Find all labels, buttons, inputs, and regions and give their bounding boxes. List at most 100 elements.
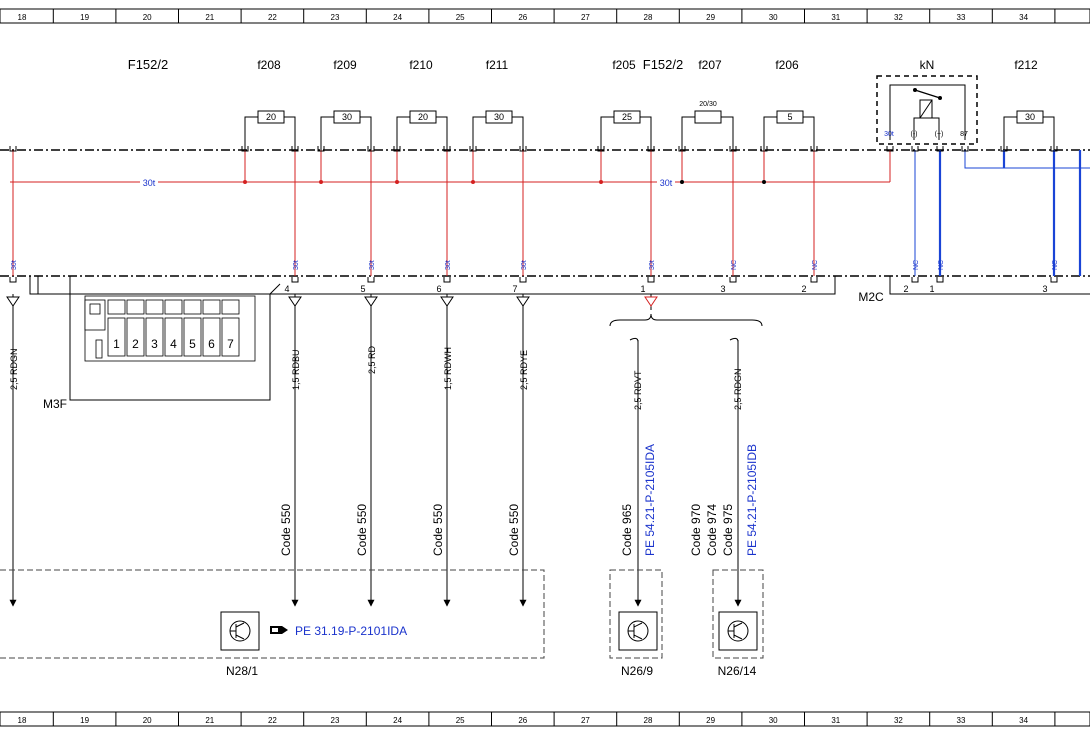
pin-m2c-1: 1	[929, 284, 934, 294]
m3f-slot	[164, 317, 183, 357]
pin-m2-2: 2	[801, 284, 806, 294]
grid-column-label: 20	[143, 716, 152, 725]
fuse-label-f211: f211	[486, 58, 509, 72]
grid-column-label: 32	[894, 13, 903, 22]
wire-triangles	[6, 296, 658, 307]
grid-column-label: 26	[518, 13, 527, 22]
term-label-6: 30t	[649, 260, 656, 270]
component-label-n26-9: N26/9	[621, 664, 653, 678]
m3f-slot	[221, 317, 240, 357]
code-label-974: Code 974	[705, 504, 719, 556]
m3f-slot-number: 4	[170, 337, 177, 351]
wire-label-rdbu: 1,5 RDBU	[291, 349, 301, 390]
pin-m2c-3: 3	[1042, 284, 1047, 294]
wire-label-rdgn-right: 2,5 RDGN	[733, 368, 743, 410]
grid-column-label: 33	[957, 13, 966, 22]
term-label-9: NC	[913, 260, 920, 270]
grid-column-label: 29	[706, 13, 715, 22]
term-label-7: NC	[731, 260, 738, 270]
component-labels: N28/1 N26/9 N26/14	[226, 664, 757, 678]
connector-frames	[29, 276, 1090, 401]
m3f-slot-number: 1	[113, 337, 120, 351]
fuse-label-f208: f208	[257, 58, 281, 72]
grid-column-label: 24	[393, 716, 402, 725]
fuse-rating-f208: 20	[266, 112, 276, 122]
grid-column-label: 27	[581, 716, 590, 725]
hand-pointer-icon	[270, 626, 288, 634]
fuse-rating-f210: 20	[418, 112, 428, 122]
wire-label-rdye: 2,5 RDYE	[519, 350, 529, 390]
term-label-10: NC	[938, 260, 945, 270]
grid-column-label: 30	[769, 13, 778, 22]
m3f-slot-top	[221, 299, 240, 315]
reference-pe-54-a[interactable]: PE 54.21-P-2105IDA	[643, 444, 657, 556]
code-label-965: Code 965	[620, 504, 634, 556]
grid-column-label: 20	[143, 13, 152, 22]
grid-column-label: 34	[1019, 13, 1028, 22]
grid-column-label: 22	[268, 13, 277, 22]
fuse-ratings: 20 30 20 30 25 20/30 5 30	[266, 101, 1035, 122]
grid-column-label: 21	[205, 716, 214, 725]
fuse-rating-f206: 5	[787, 112, 792, 122]
wire-label-rdgn-left: 2,5 RDGN	[9, 348, 19, 390]
term-label-2: 30t	[293, 260, 300, 270]
grid-column-label: 29	[706, 716, 715, 725]
grid-column-label: 28	[644, 716, 653, 725]
grid-column-label: 31	[831, 716, 840, 725]
m3f-slot	[183, 317, 202, 357]
pin-m2-1: 1	[640, 284, 645, 294]
code-labels: Code 550 Code 550 Code 550 Code 550 Code…	[279, 444, 759, 556]
m3f-slot-top	[183, 299, 202, 315]
grid-column-label: 25	[456, 13, 465, 22]
grid-column-label: 31	[831, 13, 840, 22]
pin-m2c-2: 2	[903, 284, 908, 294]
code-label-975: Code 975	[721, 504, 735, 556]
grid-column-label: 19	[80, 13, 89, 22]
fuse-rating-f211: 30	[494, 112, 504, 122]
relay-pin-neg: (-)	[911, 131, 918, 138]
component-label-n28-1: N28/1	[226, 664, 258, 678]
pin-m3f-6: 6	[436, 284, 441, 294]
term-label-5: 30t	[521, 260, 528, 270]
grid-column-label: 28	[644, 13, 653, 22]
grid-column-label: 19	[80, 716, 89, 725]
grid-column-label: 27	[581, 13, 590, 22]
term-label-8: NC	[812, 260, 819, 270]
grid-column-label: 25	[456, 716, 465, 725]
code-label-3: Code 550	[431, 504, 445, 556]
term-label-1: 30t	[11, 260, 18, 270]
m3f-slot	[145, 317, 164, 357]
bus-label-right: 30t	[660, 178, 673, 188]
fuse-label-f152-right: F152/2	[643, 57, 683, 72]
wire-label-rd: 2,5 RD	[367, 345, 377, 374]
fuse-rating-f205: 25	[622, 112, 632, 122]
grid-column-label: 22	[268, 716, 277, 725]
terminal-ticks	[9, 146, 1058, 283]
reference-pe-31[interactable]: PE 31.19-P-2101IDA	[295, 624, 407, 638]
red-wiring	[10, 150, 891, 276]
lower-wires	[9, 294, 763, 607]
grid-column-label: 24	[393, 13, 402, 22]
bus-label-left: 30t	[143, 178, 156, 188]
pin-m3f-4: 4	[284, 284, 289, 294]
wire-label-rdvt: 2,5 RDVT	[633, 370, 643, 410]
connector-label-m2c: M2C	[858, 290, 884, 304]
reference-pe-54-b[interactable]: PE 54.21-P-2105IDB	[745, 444, 759, 556]
pin-m2-3: 3	[720, 284, 725, 294]
fuse-rating-f207: 20/30	[699, 101, 717, 108]
grid-column-label: 18	[18, 13, 27, 22]
grid-column-label: 18	[18, 716, 27, 725]
m3f-slot-top	[126, 299, 145, 315]
fuse-rating-f212: 30	[1025, 112, 1035, 122]
relay-kn: 30t (-) (+) 87	[876, 75, 978, 145]
code-label-970: Code 970	[689, 504, 703, 556]
component-label-n26-14: N26/14	[718, 664, 757, 678]
fuse-label-f205: f205	[612, 58, 636, 72]
m3f-slot-top	[202, 299, 221, 315]
component-boxes	[0, 569, 764, 659]
term-label-11: NC	[1052, 260, 1059, 270]
m3f-slot-top	[107, 299, 126, 315]
pin-m3f-5: 5	[360, 284, 365, 294]
